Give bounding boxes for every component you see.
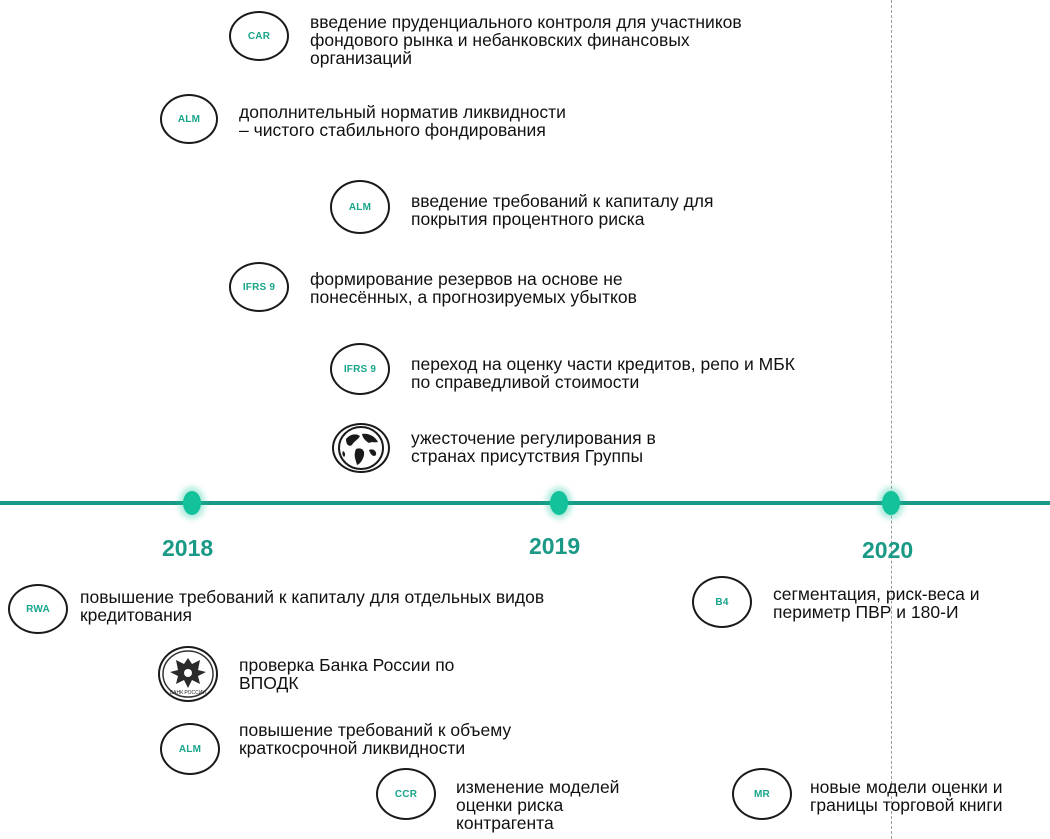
bank-of-russia-emblem-graphic: БАНК РОССИИ bbox=[162, 650, 214, 698]
badge-alm: ALM bbox=[160, 723, 220, 775]
item-text-fair-value: переход на оценку части кредитов, репо и… bbox=[411, 354, 795, 392]
item-text-short-term-liquidity: повышение требований к объему краткосроч… bbox=[239, 720, 512, 758]
item-text-prudential-control: введение пруденциального контроля для уч… bbox=[310, 12, 742, 68]
bank-of-russia-emblem-icon: БАНК РОССИИ bbox=[158, 646, 218, 702]
timeline-marker-2018 bbox=[183, 491, 201, 515]
globe-graphic bbox=[338, 426, 384, 470]
emblem-caption: БАНК РОССИИ bbox=[170, 690, 206, 696]
item-text-interest-rate-risk: введение требований к капиталу для покры… bbox=[411, 191, 714, 229]
timeline-marker-2020 bbox=[882, 491, 900, 515]
year-label-2020: 2020 bbox=[862, 537, 914, 563]
year-label-2018: 2018 bbox=[162, 535, 214, 561]
item-text-capital-lending: повышение требований к капиталу для отде… bbox=[80, 587, 545, 625]
globe-icon bbox=[332, 423, 390, 473]
badge-alm: ALM bbox=[160, 94, 218, 144]
item-text-nsfr: дополнительный норматив ликвидности – чи… bbox=[239, 102, 566, 140]
badge-car: CAR bbox=[229, 11, 289, 61]
item-text-trading-book: новые модели оценки и границы торговой к… bbox=[810, 777, 1003, 815]
dashed-divider bbox=[891, 0, 892, 839]
item-text-counterparty-risk: изменение моделей оценки риска контраген… bbox=[456, 777, 620, 833]
badge-b4: B4 bbox=[692, 576, 752, 628]
badge-ccr: CCR bbox=[376, 768, 436, 820]
item-text-expected-losses: формирование резервов на основе не понес… bbox=[310, 269, 637, 307]
timeline-axis bbox=[0, 501, 1050, 505]
badge-rwa: RWA bbox=[8, 584, 68, 634]
item-text-central-bank-inspection: проверка Банка России по ВПОДК bbox=[239, 655, 455, 693]
badge-alm: ALM bbox=[330, 180, 390, 234]
item-text-group-regulation: ужесточение регулирования в странах прис… bbox=[411, 428, 656, 466]
badge-ifrs9: IFRS 9 bbox=[330, 343, 390, 395]
item-text-segmentation: сегментация, риск-веса и периметр ПВР и … bbox=[773, 584, 980, 622]
year-label-2019: 2019 bbox=[529, 533, 581, 559]
badge-ifrs9: IFRS 9 bbox=[229, 262, 289, 312]
badge-mr: MR bbox=[732, 768, 792, 820]
timeline-marker-2019 bbox=[550, 491, 568, 515]
